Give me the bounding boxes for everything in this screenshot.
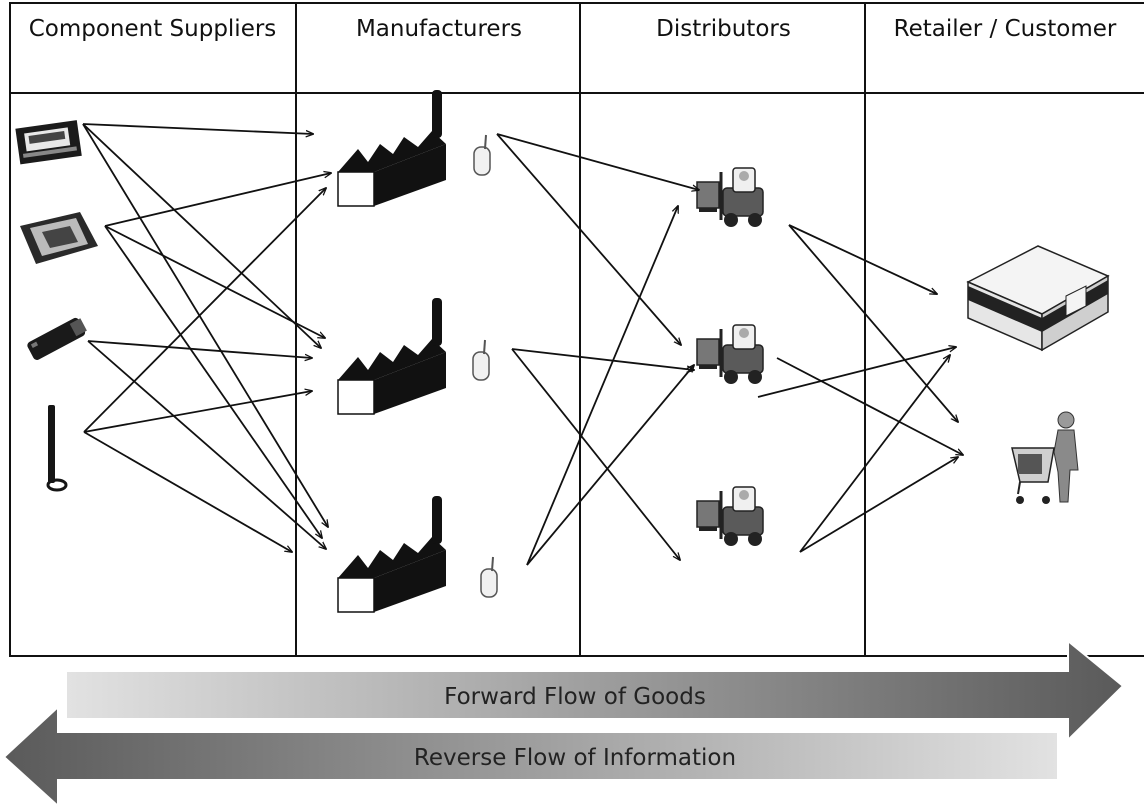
factory-icon (337, 496, 446, 613)
shopper-cart-icon (1011, 411, 1079, 504)
column-header-component-suppliers: Component Suppliers (28, 16, 277, 42)
processor-chip-icon (20, 212, 98, 264)
circuit-board-icon (15, 120, 82, 165)
memory-stick-icon (27, 317, 87, 360)
handset-icon (473, 134, 491, 176)
forklift-icon (696, 486, 764, 546)
antenna-icon (46, 405, 68, 492)
handset-icon (472, 339, 490, 381)
table-grid (9, 2, 1144, 657)
column-header-distributors: Distributors (656, 16, 791, 42)
column-header-manufacturers: Manufacturers (355, 16, 523, 42)
handset-icon (480, 556, 498, 598)
forward-flow-label: Forward Flow of Goods (444, 684, 706, 710)
reverse-flow-arrow (2, 704, 1059, 809)
forward-flow-arrow (65, 638, 1125, 743)
reverse-flow-label: Reverse Flow of Information (413, 745, 737, 771)
factory-icon (337, 90, 446, 207)
forklift-icon (696, 324, 764, 384)
store-building-icon (966, 245, 1110, 352)
column-header-retailer-customer: Retailer / Customer (893, 16, 1117, 42)
forklift-icon (696, 167, 764, 227)
flow-arrows (82, 123, 963, 566)
factory-icon (337, 298, 446, 415)
